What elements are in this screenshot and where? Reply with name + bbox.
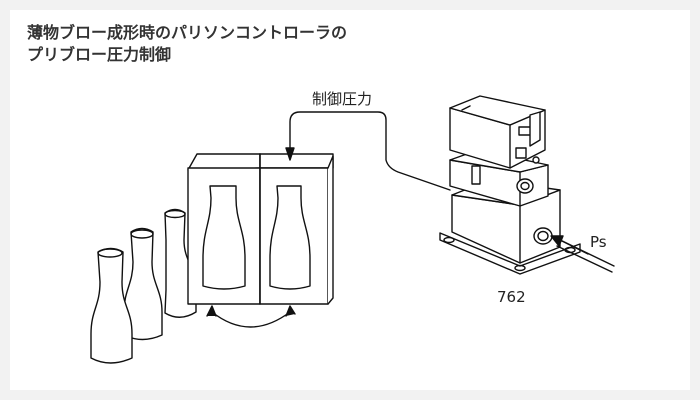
model-number-label: 762 bbox=[497, 288, 526, 306]
title-line-1: 薄物ブロー成形時のパリソンコントローラの bbox=[27, 23, 348, 42]
mold-cavity-left bbox=[202, 185, 246, 290]
supply-pressure-line bbox=[550, 235, 615, 273]
control-pressure-label: 制御圧力 bbox=[312, 90, 372, 108]
mold-cavity-right bbox=[269, 185, 311, 290]
title-line-2: プリブロー圧力制御 bbox=[27, 45, 172, 64]
mold-swap-arrow bbox=[206, 305, 296, 328]
bottle-2 bbox=[90, 247, 133, 364]
control-pressure-line bbox=[285, 111, 451, 191]
bottle-3 bbox=[123, 227, 163, 341]
parison-controller bbox=[439, 95, 581, 275]
page-title: 薄物ブロー成形時のパリソンコントローラの プリブロー圧力制御 bbox=[27, 22, 347, 66]
supply-pressure-label: Ps bbox=[590, 233, 607, 251]
